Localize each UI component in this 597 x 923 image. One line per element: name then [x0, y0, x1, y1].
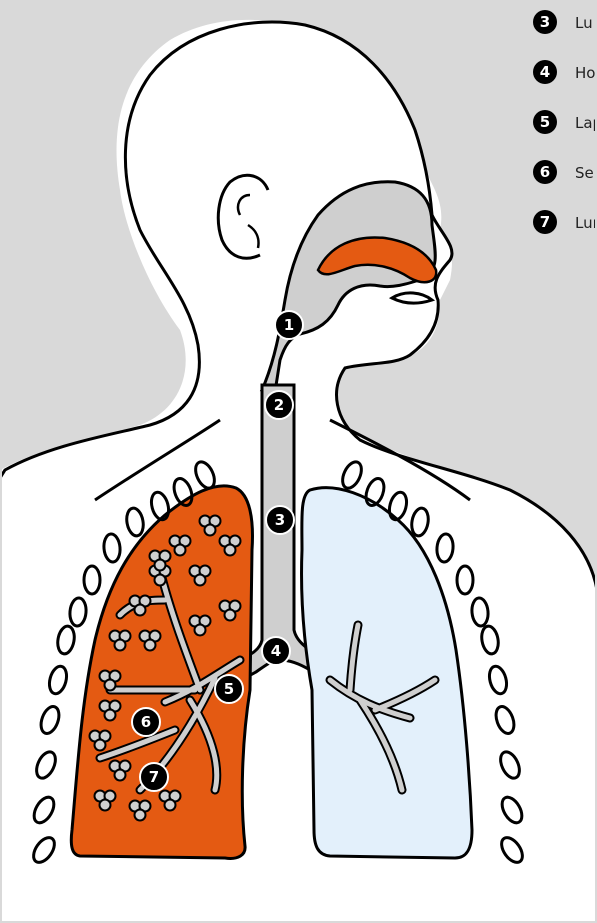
marker-3: 3	[266, 506, 294, 534]
svg-text:2: 2	[274, 396, 284, 414]
svg-text:1: 1	[284, 316, 294, 334]
marker-6: 6	[132, 708, 160, 736]
svg-text:Se: Se	[575, 164, 594, 182]
marker-4: 4	[262, 637, 290, 665]
svg-text:6: 6	[141, 713, 151, 731]
svg-text:Lu: Lu	[575, 14, 593, 32]
svg-text:4: 4	[540, 63, 550, 81]
marker-1: 1	[275, 311, 303, 339]
svg-text:Lap: Lap	[575, 114, 597, 132]
svg-text:4: 4	[271, 642, 281, 660]
marker-7: 7	[140, 763, 168, 791]
marker-5: 5	[215, 675, 243, 703]
marker-2: 2	[265, 391, 293, 419]
svg-text:6: 6	[540, 163, 550, 181]
svg-text:3: 3	[275, 511, 285, 529]
svg-text:5: 5	[540, 113, 550, 131]
svg-text:Lun: Lun	[575, 214, 597, 232]
svg-text:3: 3	[540, 13, 550, 31]
svg-text:7: 7	[540, 213, 550, 231]
svg-text:7: 7	[149, 768, 159, 786]
svg-text:5: 5	[224, 680, 234, 698]
svg-text:Ho: Ho	[575, 64, 595, 82]
